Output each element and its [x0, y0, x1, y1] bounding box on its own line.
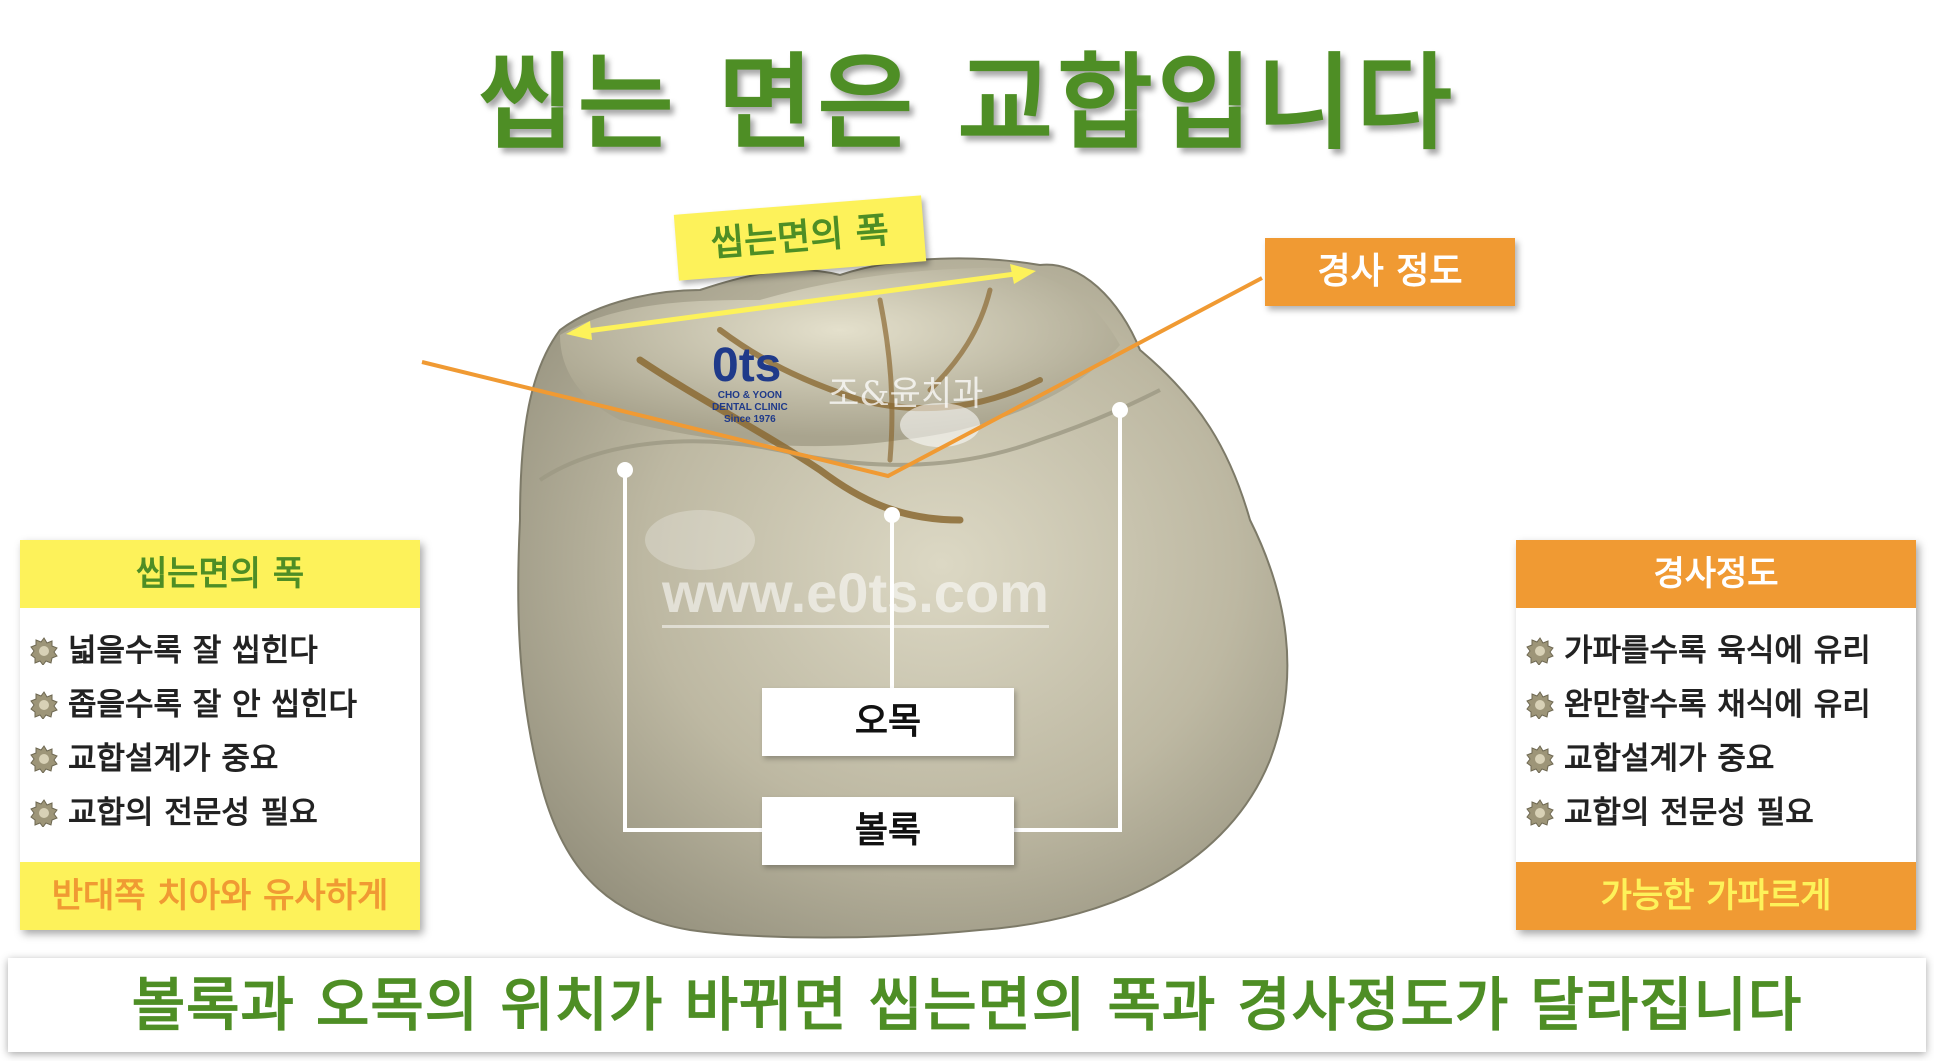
list-item: 교합설계가 중요 — [30, 732, 420, 786]
fissure-groove — [877, 297, 895, 463]
list-item-text: 교합의 전문성 필요 — [1564, 795, 1814, 831]
list-item: 교합설계가 중요 — [1526, 732, 1916, 786]
list-item-text: 넓을수록 잘 씹힌다 — [68, 633, 318, 669]
panel-footer: 반대쪽 치아와 유사하게 — [20, 862, 420, 930]
gear-bullet-icon — [30, 745, 58, 773]
cusp-point-left — [617, 462, 633, 478]
list-item-text: 교합설계가 중요 — [1564, 741, 1775, 777]
list-item: 완만할수록 채식에 유리 — [1526, 678, 1916, 732]
list-item: 좁을수록 잘 안 씹힌다 — [30, 678, 420, 732]
gear-bullet-icon — [1526, 745, 1554, 773]
chewing-width-arrow — [571, 269, 1031, 336]
panel-list: 넓을수록 잘 씹힌다 좁을수록 잘 안 씹힌다 교합설계가 중요 교합의 전문성… — [20, 608, 420, 862]
cusp-point-right — [1112, 402, 1128, 418]
logo-line: CHO & YOON — [717, 390, 783, 401]
list-item: 교합의 전문성 필요 — [1526, 786, 1916, 840]
list-item: 넓을수록 잘 씹힌다 — [30, 624, 420, 678]
list-item: 가파를수록 육식에 유리 — [1526, 624, 1916, 678]
cusp-connector — [623, 470, 762, 832]
conclusion-banner: 볼록과 오목의 위치가 바뀌면 씹는면의 폭과 경사정도가 달라집니다 — [8, 958, 1926, 1052]
list-item-text: 가파를수록 육식에 유리 — [1564, 633, 1871, 669]
fissure-groove — [927, 287, 993, 393]
gear-bullet-icon — [30, 691, 58, 719]
url-watermark: www.e0ts.com — [662, 560, 1049, 628]
arrowhead-left — [566, 321, 592, 340]
slope-panel: 경사정도 가파를수록 육식에 유리 완만할수록 채식에 유리 교합설계가 중요 … — [1516, 540, 1916, 930]
panel-footer: 가능한 가파르게 — [1516, 862, 1916, 930]
logo-text: 0ts — [712, 339, 782, 392]
gear-bullet-icon — [1526, 637, 1554, 665]
fissure-groove — [717, 327, 1043, 412]
buccal-contour — [538, 388, 1161, 482]
logo-line: Since 1976 — [724, 414, 776, 425]
clinic-logo-watermark: 0ts CHO & YOON DENTAL CLINIC Since 1976 — [712, 342, 788, 426]
highlight — [645, 510, 755, 570]
list-item: 교합의 전문성 필요 — [30, 786, 420, 840]
list-item-text: 교합설계가 중요 — [68, 741, 279, 777]
list-item-text: 좁을수록 잘 안 씹힌다 — [68, 687, 358, 723]
fossa-point — [884, 507, 900, 523]
arrowhead-right — [1010, 264, 1036, 284]
clinic-name-watermark: 조&윤치과 — [828, 374, 984, 414]
panel-list: 가파를수록 육식에 유리 완만할수록 채식에 유리 교합설계가 중요 교합의 전… — [1516, 608, 1916, 862]
gear-bullet-icon — [1526, 691, 1554, 719]
chewing-width-panel: 씹는면의 폭 넓을수록 잘 씹힌다 좁을수록 잘 안 씹힌다 교합설계가 중요 … — [20, 540, 420, 930]
fossa-label: 오목 — [762, 688, 1014, 756]
page-title: 씹는 면은 교합입니다 — [478, 42, 1456, 164]
cusp-connector — [1014, 410, 1122, 832]
fissure-groove — [636, 356, 964, 524]
panel-heading: 경사정도 — [1516, 540, 1916, 608]
logo-line: DENTAL CLINIC — [712, 402, 788, 413]
list-item-text: 교합의 전문성 필요 — [68, 795, 318, 831]
gear-bullet-icon — [30, 799, 58, 827]
cusp-label: 볼록 — [762, 797, 1014, 865]
slope-line — [421, 276, 1263, 479]
gear-bullet-icon — [30, 637, 58, 665]
gear-bullet-icon — [1526, 799, 1554, 827]
slope-label: 경사 정도 — [1265, 238, 1515, 306]
panel-heading: 씹는면의 폭 — [20, 540, 420, 608]
list-item-text: 완만할수록 채식에 유리 — [1564, 687, 1871, 723]
